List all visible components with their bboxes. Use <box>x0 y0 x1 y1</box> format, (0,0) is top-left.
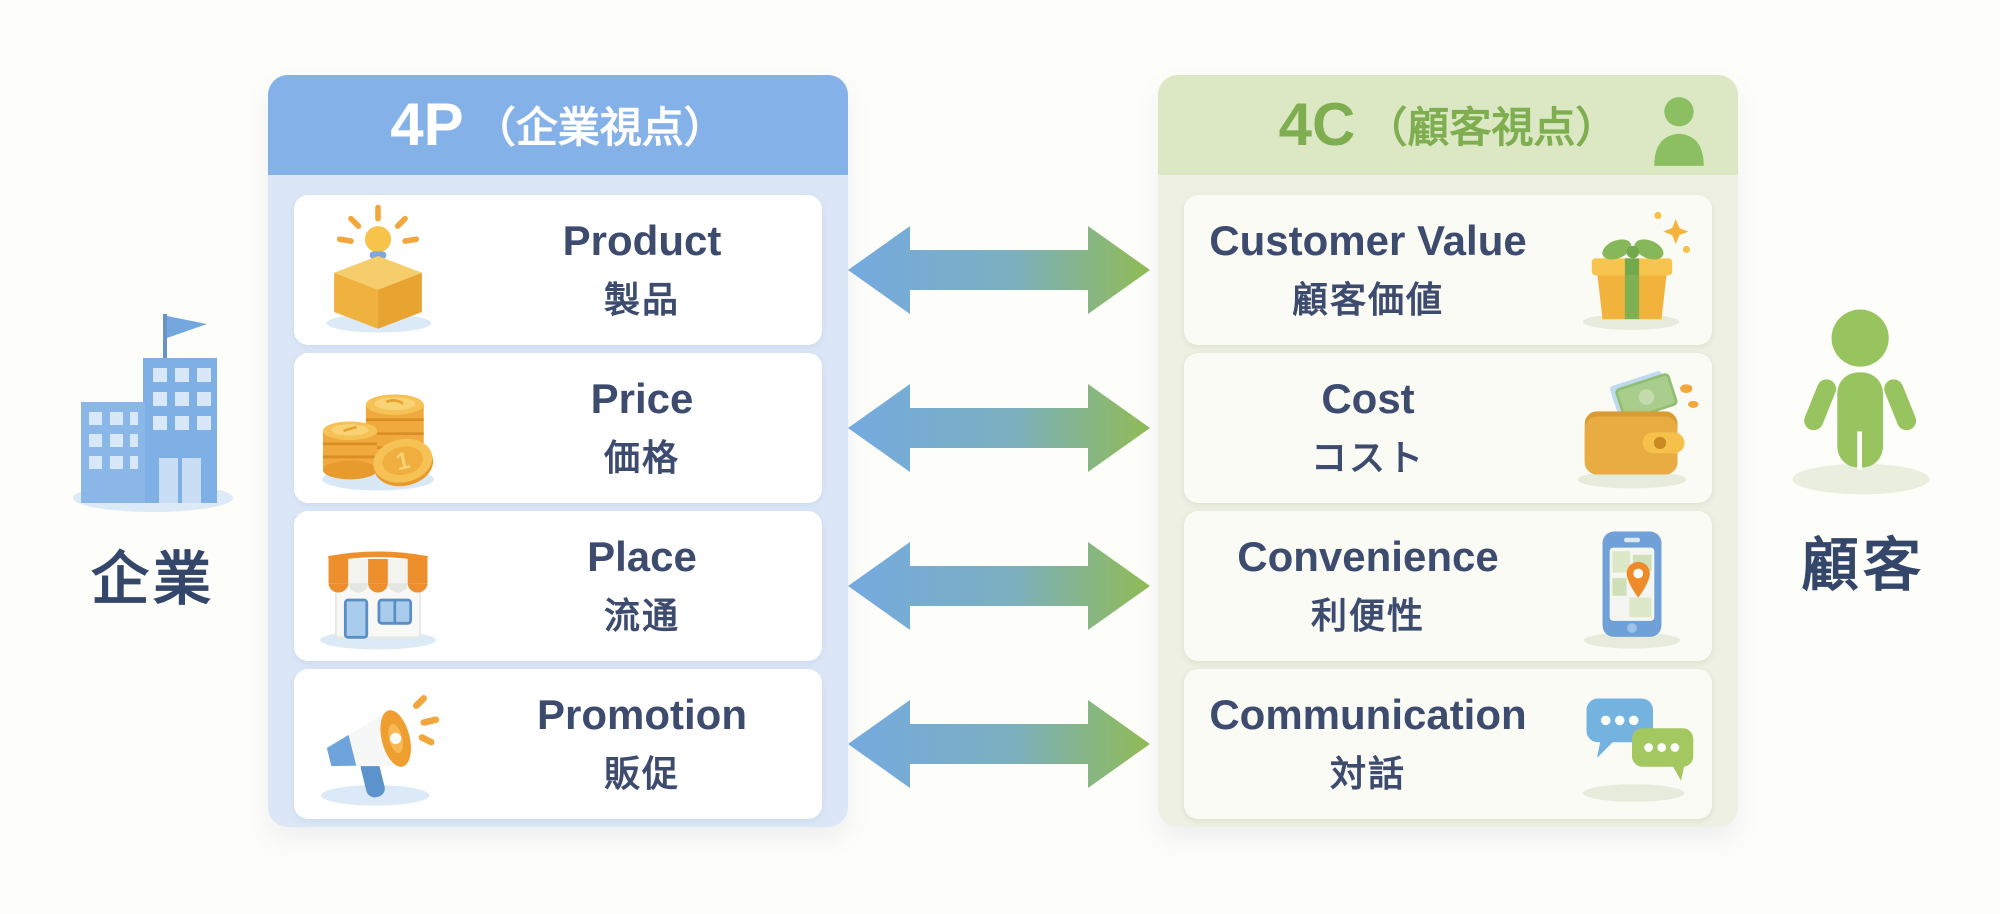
row-ja-label: コスト <box>1310 437 1425 479</box>
row-ja-label: 販促 <box>603 753 680 795</box>
product-box-icon <box>326 204 432 333</box>
panel-4p-header: 4P （企業視点） <box>268 75 848 175</box>
row-en-label: Promotion <box>537 690 747 738</box>
row-en-label: Customer Value <box>1209 216 1527 264</box>
company-label: 企業 <box>90 547 215 612</box>
row-ja-label: 価格 <box>603 437 680 479</box>
customer-actor: 顧客 <box>1758 300 1968 602</box>
panel-4c-header: 4C （顧客視点） <box>1158 75 1738 175</box>
row-en-label: Price <box>590 374 694 422</box>
row-ja-label: 対話 <box>1329 753 1406 795</box>
gift-icon <box>1582 211 1691 330</box>
storefront-icon <box>320 551 436 650</box>
row-ja-label: 顧客価値 <box>1291 279 1444 321</box>
arrow-product-customer-value <box>848 226 1150 314</box>
card-convenience: Convenience 利便性 <box>1184 511 1712 661</box>
card-customer-value: Customer Value 顧客価値 <box>1184 195 1712 345</box>
card-cost: Cost コスト <box>1184 353 1712 503</box>
row-ja-label: 製品 <box>603 279 680 321</box>
svg-text:1: 1 <box>394 447 413 476</box>
panel-4p-title: 4P <box>390 91 464 158</box>
panel-4p-rows: Product 製品 <box>268 175 848 819</box>
person-bust-icon <box>1654 97 1704 166</box>
panel-4c-title: 4C <box>1278 91 1356 158</box>
card-place: Place 流通 <box>294 511 822 661</box>
megaphone-icon <box>321 695 440 806</box>
chat-bubbles-icon <box>1583 698 1694 802</box>
row-en-label: Place <box>587 532 697 580</box>
panel-4c-subtitle: （顧客視点） <box>1365 104 1618 151</box>
panel-4c-rows: Customer Value 顧客価値 <box>1158 175 1738 819</box>
company-actor: 企業 <box>48 300 258 616</box>
customer-label: 顧客 <box>1800 533 1925 598</box>
coins-icon: 1 <box>322 394 434 491</box>
wallet-icon <box>1577 371 1699 489</box>
card-product: Product 製品 <box>294 195 822 345</box>
row-en-label: Product <box>562 216 722 264</box>
arrow-price-cost <box>848 384 1150 472</box>
row-en-label: Cost <box>1321 374 1415 422</box>
card-communication: Communication 対話 <box>1184 669 1712 819</box>
smartphone-map-icon <box>1583 531 1681 649</box>
panel-4p: 4P （企業視点） <box>268 75 848 827</box>
panel-4c: 4C （顧客視点） Customer Value 顧客価値 <box>1158 75 1738 827</box>
card-price: 1 Price 価格 <box>294 353 822 503</box>
row-ja-label: 利便性 <box>1310 595 1425 637</box>
arrow-place-convenience <box>848 542 1150 630</box>
person-figure-icon <box>1792 309 1930 495</box>
row-ja-label: 流通 <box>603 595 680 637</box>
panel-4p-subtitle: （企業視点） <box>473 104 726 151</box>
arrow-promotion-communication <box>848 700 1150 788</box>
row-en-label: Convenience <box>1237 532 1499 580</box>
card-promotion: Promotion 販促 <box>294 669 822 819</box>
office-building-icon <box>73 314 233 512</box>
row-en-label: Communication <box>1209 690 1527 738</box>
